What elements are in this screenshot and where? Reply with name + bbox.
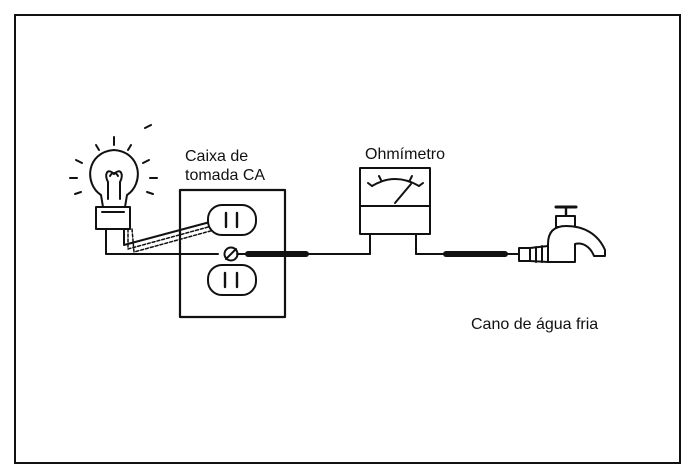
ohmmeter-label: Ohmímetro xyxy=(365,146,446,163)
water-faucet-icon xyxy=(518,205,606,263)
ohmmeter-icon xyxy=(359,167,431,255)
light-bulb-icon xyxy=(69,124,158,230)
outlet-box-label: Caixa de xyxy=(185,148,249,165)
outlet-box-label-line2: tomada CA xyxy=(185,167,266,184)
cold-water-pipe-label: Cano de água fria xyxy=(471,316,599,333)
ac-outlet-icon xyxy=(178,188,287,319)
